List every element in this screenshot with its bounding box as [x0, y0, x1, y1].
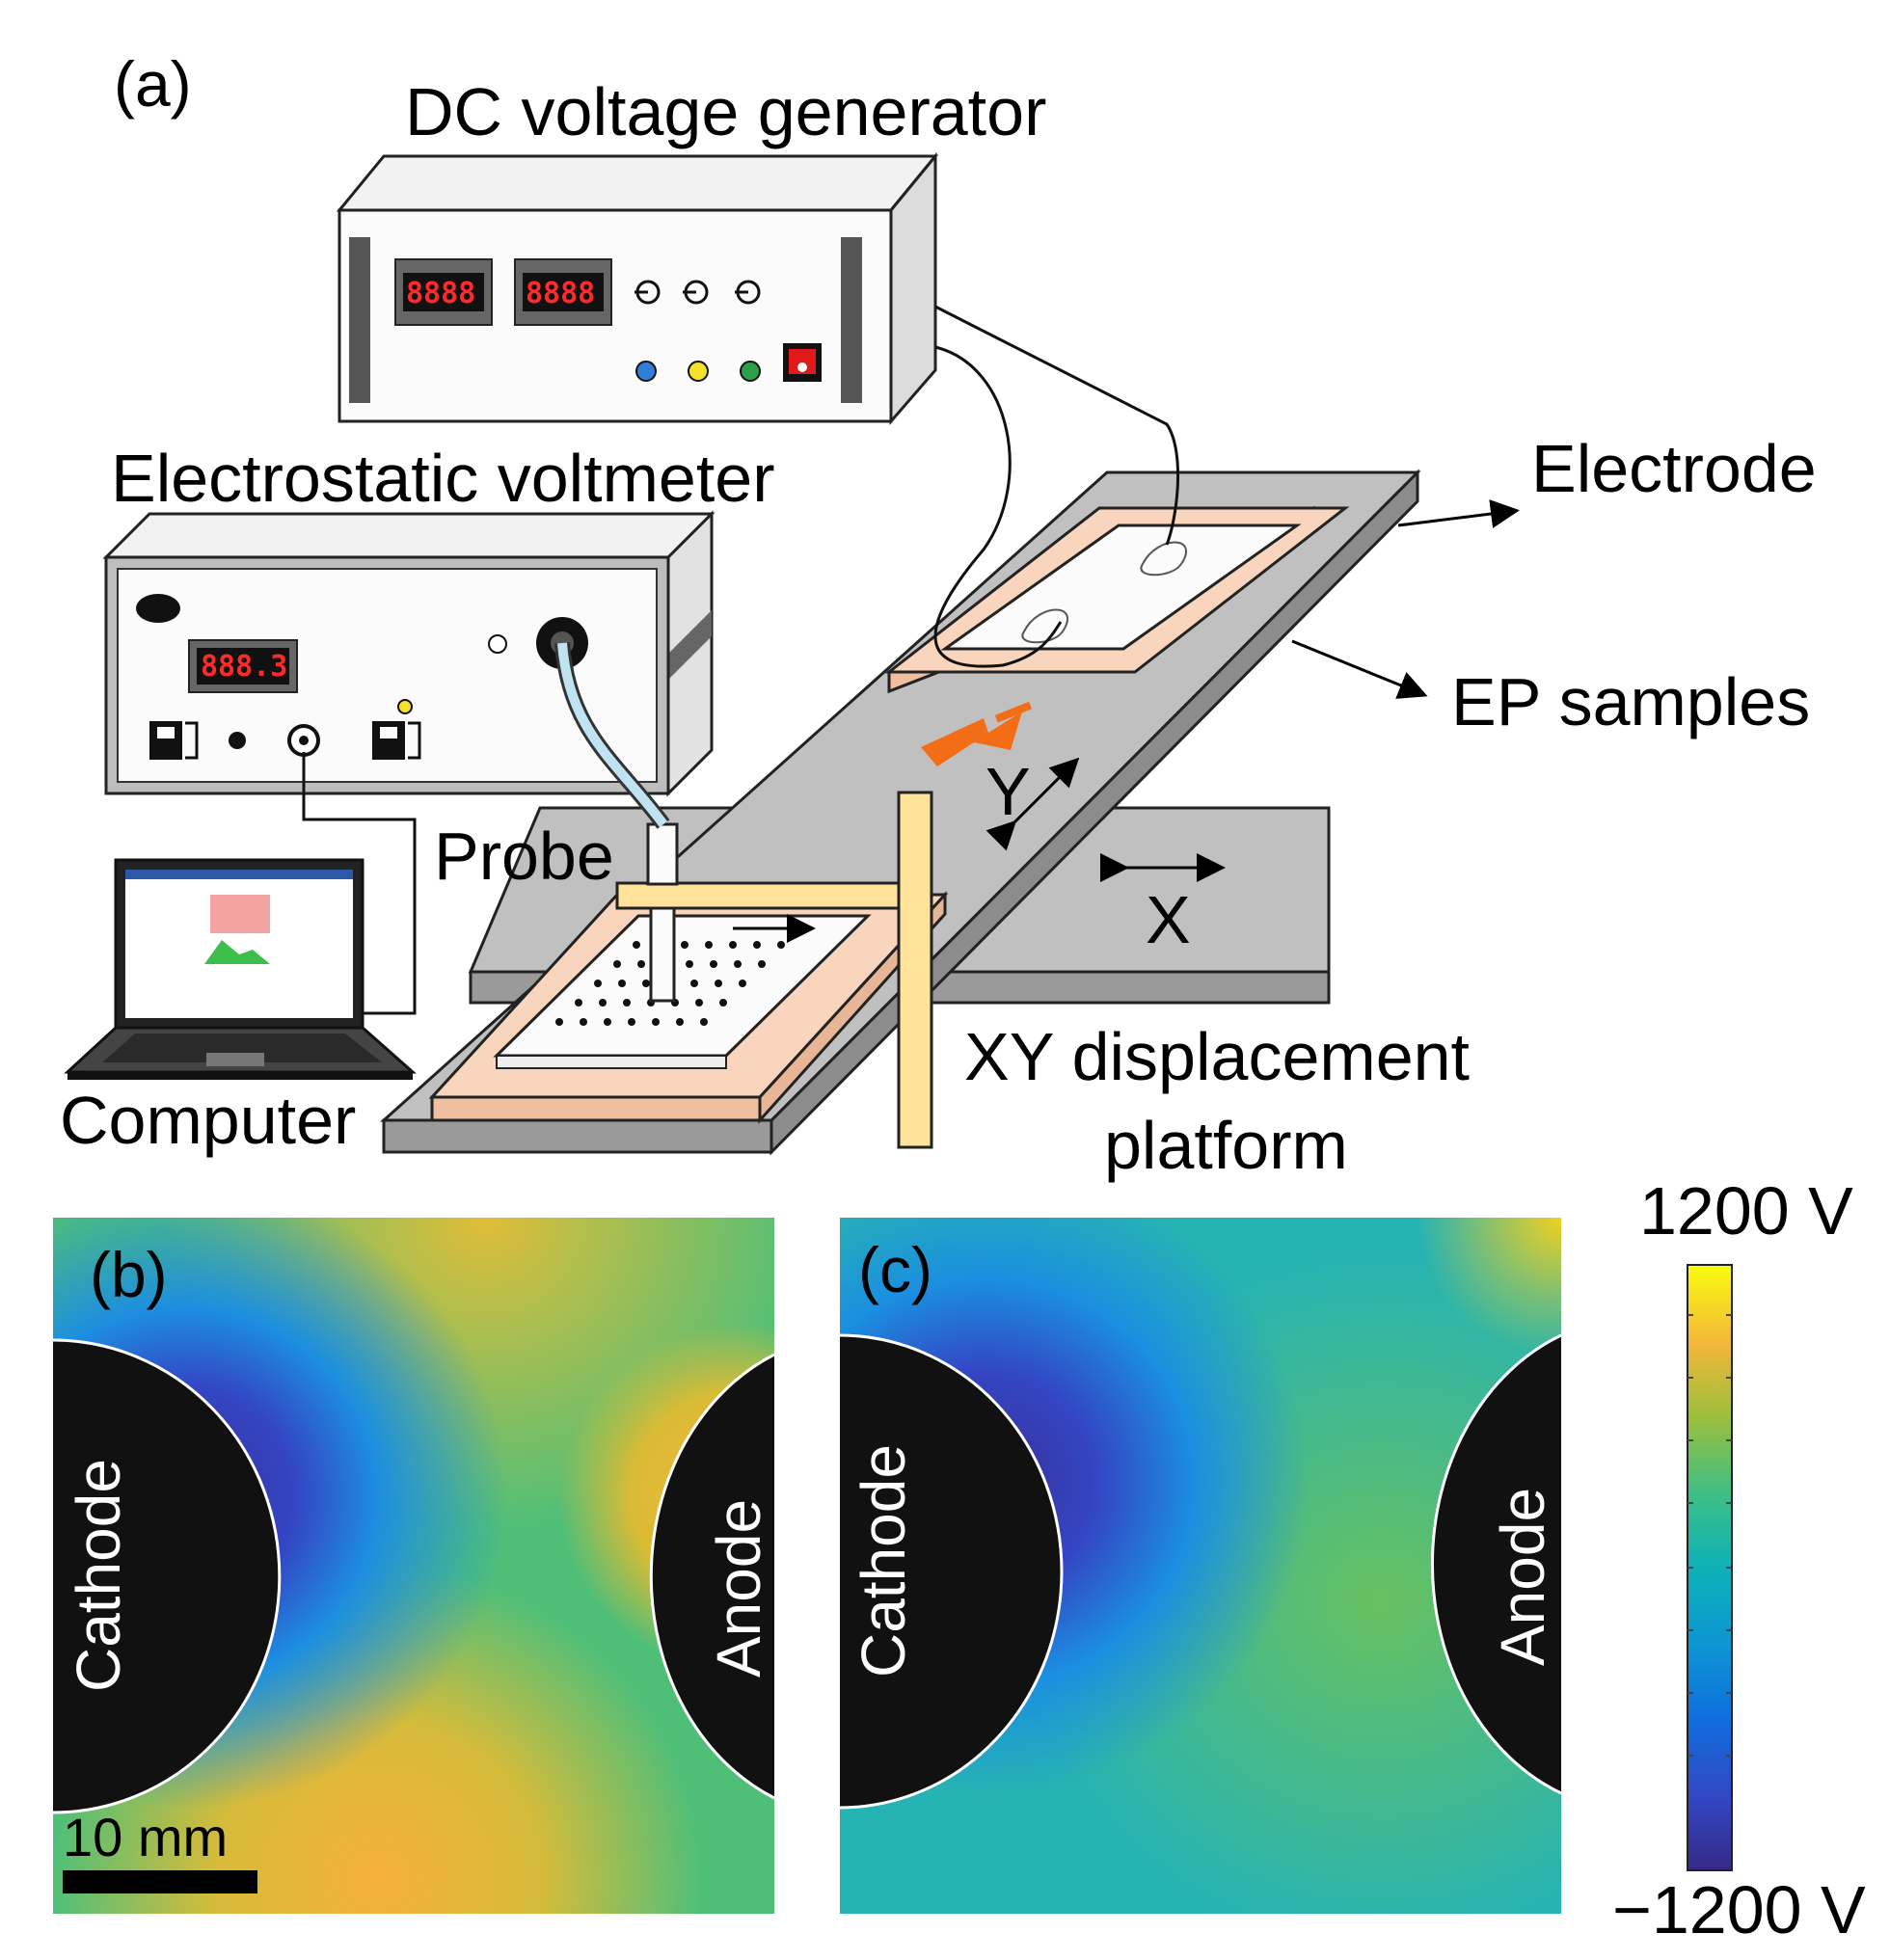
platform-label-line2: platform: [1104, 1108, 1348, 1183]
scalebar-label: 10 mm: [63, 1807, 228, 1867]
ep-samples-label: EP samples: [1451, 664, 1810, 739]
panel-a-label: (a): [114, 48, 192, 120]
panel-b-label: (b): [90, 1239, 168, 1310]
axis-x-label: X: [1146, 882, 1191, 957]
anode-label-b: Anode: [704, 1499, 773, 1678]
cathode-label-c: Cathode: [849, 1444, 918, 1678]
dc-voltage-generator: 8888 8888: [336, 151, 939, 426]
cables: [302, 305, 1180, 1015]
voltmeter-label: Electrostatic voltmeter: [111, 441, 775, 516]
dc-left-display: 8888: [406, 277, 475, 310]
electrode-label: Electrode: [1531, 431, 1817, 506]
platform-label-line1: XY displacement: [964, 1019, 1470, 1094]
anode-electrode-c: [1432, 1335, 1561, 1793]
scalebar: [63, 1870, 257, 1893]
axis-y-label: Y: [986, 754, 1031, 829]
anode-label-c: Anode: [1488, 1488, 1557, 1666]
electrostatic-voltmeter: 888.3: [102, 510, 716, 797]
colorbar-min-label: −1200 V: [1612, 1872, 1866, 1947]
panel-c-label: (c): [858, 1234, 932, 1305]
green-indicator-icon: [740, 361, 761, 382]
probe-label: Probe: [434, 819, 614, 894]
probe-assembly: [554, 642, 933, 1149]
anode-electrode-b: [651, 1355, 774, 1798]
colorbar-ticks: [1688, 1314, 1732, 1757]
voltmeter-display: 888.3: [201, 650, 287, 684]
colorbar-max-label: 1200 V: [1639, 1173, 1853, 1248]
yellow-indicator-icon: [688, 361, 709, 382]
dc-output-jacks: [634, 280, 761, 305]
dc-right-display: 8888: [526, 277, 595, 310]
cathode-label-b: Cathode: [64, 1459, 133, 1692]
cathode-electrode-c: [840, 1335, 1062, 1808]
upper-electrode-sample: [884, 505, 1350, 694]
scan-direction-arrow-icon: [921, 701, 1033, 766]
blue-indicator-icon: [635, 361, 657, 382]
colorbar: [1687, 1264, 1733, 1871]
computer-label: Computer: [60, 1083, 356, 1158]
laptop-computer: [64, 858, 417, 1080]
dc-generator-label: DC voltage generator: [405, 74, 1046, 149]
cathode-electrode-b: [53, 1340, 280, 1812]
